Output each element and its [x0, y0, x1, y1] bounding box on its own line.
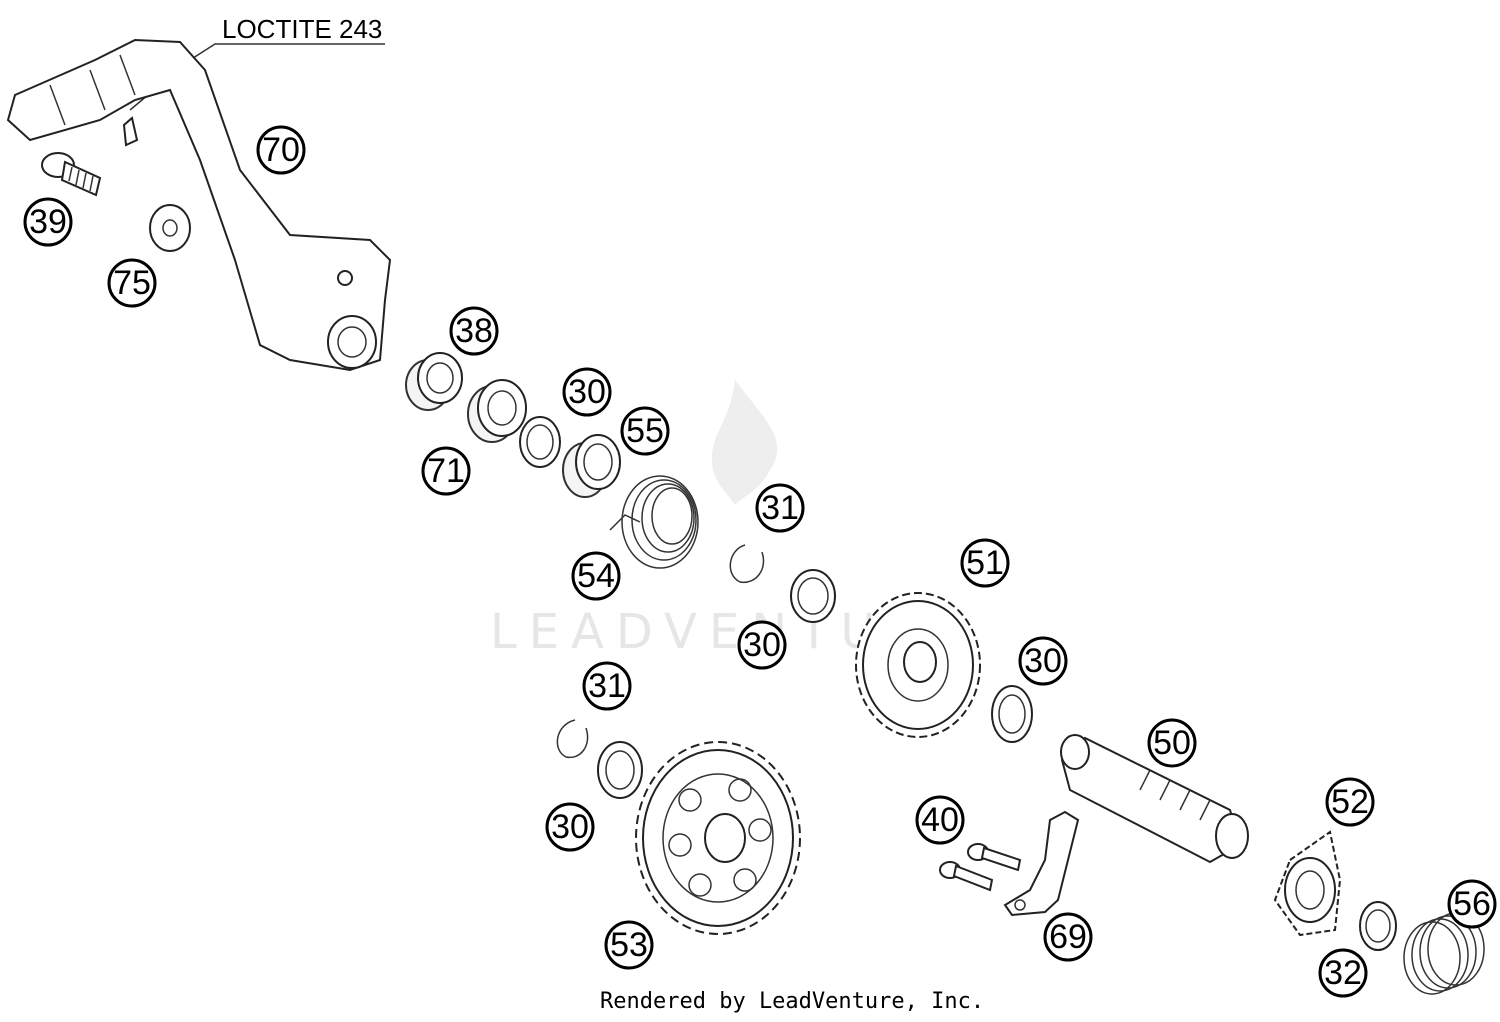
spring-54-part — [609, 475, 699, 569]
callout-70: 70 — [256, 125, 306, 175]
callout-54: 54 — [571, 551, 621, 601]
svg-text:55: 55 — [626, 412, 664, 450]
washer-32-part — [1359, 901, 1397, 951]
washer-30-part-c — [991, 685, 1033, 743]
loctite-note: LOCTITE 243 — [129, 14, 385, 111]
svg-text:53: 53 — [610, 926, 648, 964]
callout-30-a: 30 — [562, 367, 612, 417]
bushing-38-part — [405, 352, 463, 411]
svg-text:32: 32 — [1324, 954, 1362, 992]
svg-text:54: 54 — [577, 557, 615, 595]
gear-53-part — [635, 741, 801, 935]
callout-53: 53 — [604, 920, 654, 970]
callout-30-b: 30 — [737, 620, 787, 670]
bolts-40-part — [939, 843, 1022, 892]
svg-text:75: 75 — [113, 264, 151, 302]
washer-30-part-d — [597, 741, 643, 799]
callout-31-b: 31 — [582, 661, 632, 711]
svg-text:71: 71 — [427, 452, 465, 490]
callout-56: 56 — [1447, 879, 1497, 929]
svg-text:51: 51 — [966, 544, 1004, 582]
washer-75-part — [149, 204, 191, 252]
svg-text:31: 31 — [761, 489, 799, 527]
svg-text:39: 39 — [29, 203, 67, 241]
callout-39: 39 — [23, 197, 73, 247]
bearing-71-part — [467, 379, 527, 443]
washer-30-part-b — [790, 569, 836, 623]
svg-text:30: 30 — [568, 373, 606, 411]
footer-credit: Rendered by LeadVenture, Inc. — [600, 989, 984, 1014]
svg-text:52: 52 — [1331, 783, 1369, 821]
callout-38: 38 — [449, 306, 499, 356]
svg-text:70: 70 — [262, 131, 300, 169]
callout-51: 51 — [960, 538, 1010, 588]
callout-55: 55 — [620, 406, 670, 456]
bolt-39-part — [41, 152, 102, 197]
callout-71: 71 — [421, 446, 471, 496]
callout-69: 69 — [1043, 912, 1093, 962]
kick-lever-part — [6, 38, 392, 372]
sleeve-55-part — [562, 434, 621, 498]
callout-40: 40 — [915, 795, 965, 845]
svg-text:38: 38 — [455, 312, 493, 350]
svg-text:30: 30 — [551, 808, 589, 846]
shaft-50-part — [1060, 734, 1249, 864]
svg-text:30: 30 — [743, 626, 781, 664]
loctite-label: LOCTITE 243 — [222, 14, 382, 44]
gear-51-part — [855, 592, 981, 738]
callout-50: 50 — [1147, 718, 1197, 768]
circlip-31-part-b — [556, 719, 589, 759]
callout-31-a: 31 — [755, 483, 805, 533]
svg-text:31: 31 — [588, 667, 626, 705]
washer-30-part-a — [519, 416, 561, 468]
svg-text:69: 69 — [1049, 918, 1087, 956]
callout-30-d: 30 — [545, 802, 595, 852]
svg-text:56: 56 — [1453, 885, 1491, 923]
callout-52: 52 — [1325, 777, 1375, 827]
svg-text:30: 30 — [1024, 642, 1062, 680]
callout-75: 75 — [107, 258, 157, 308]
callout-32: 32 — [1318, 948, 1368, 998]
svg-text:40: 40 — [921, 801, 959, 839]
stop-plate-69-part — [1003, 810, 1080, 917]
watermark-flame-icon — [711, 380, 778, 505]
circlip-31-part-a — [729, 544, 765, 584]
callout-30-c: 30 — [1018, 636, 1068, 686]
svg-text:50: 50 — [1153, 724, 1191, 762]
ratchet-52-part — [1273, 830, 1342, 937]
